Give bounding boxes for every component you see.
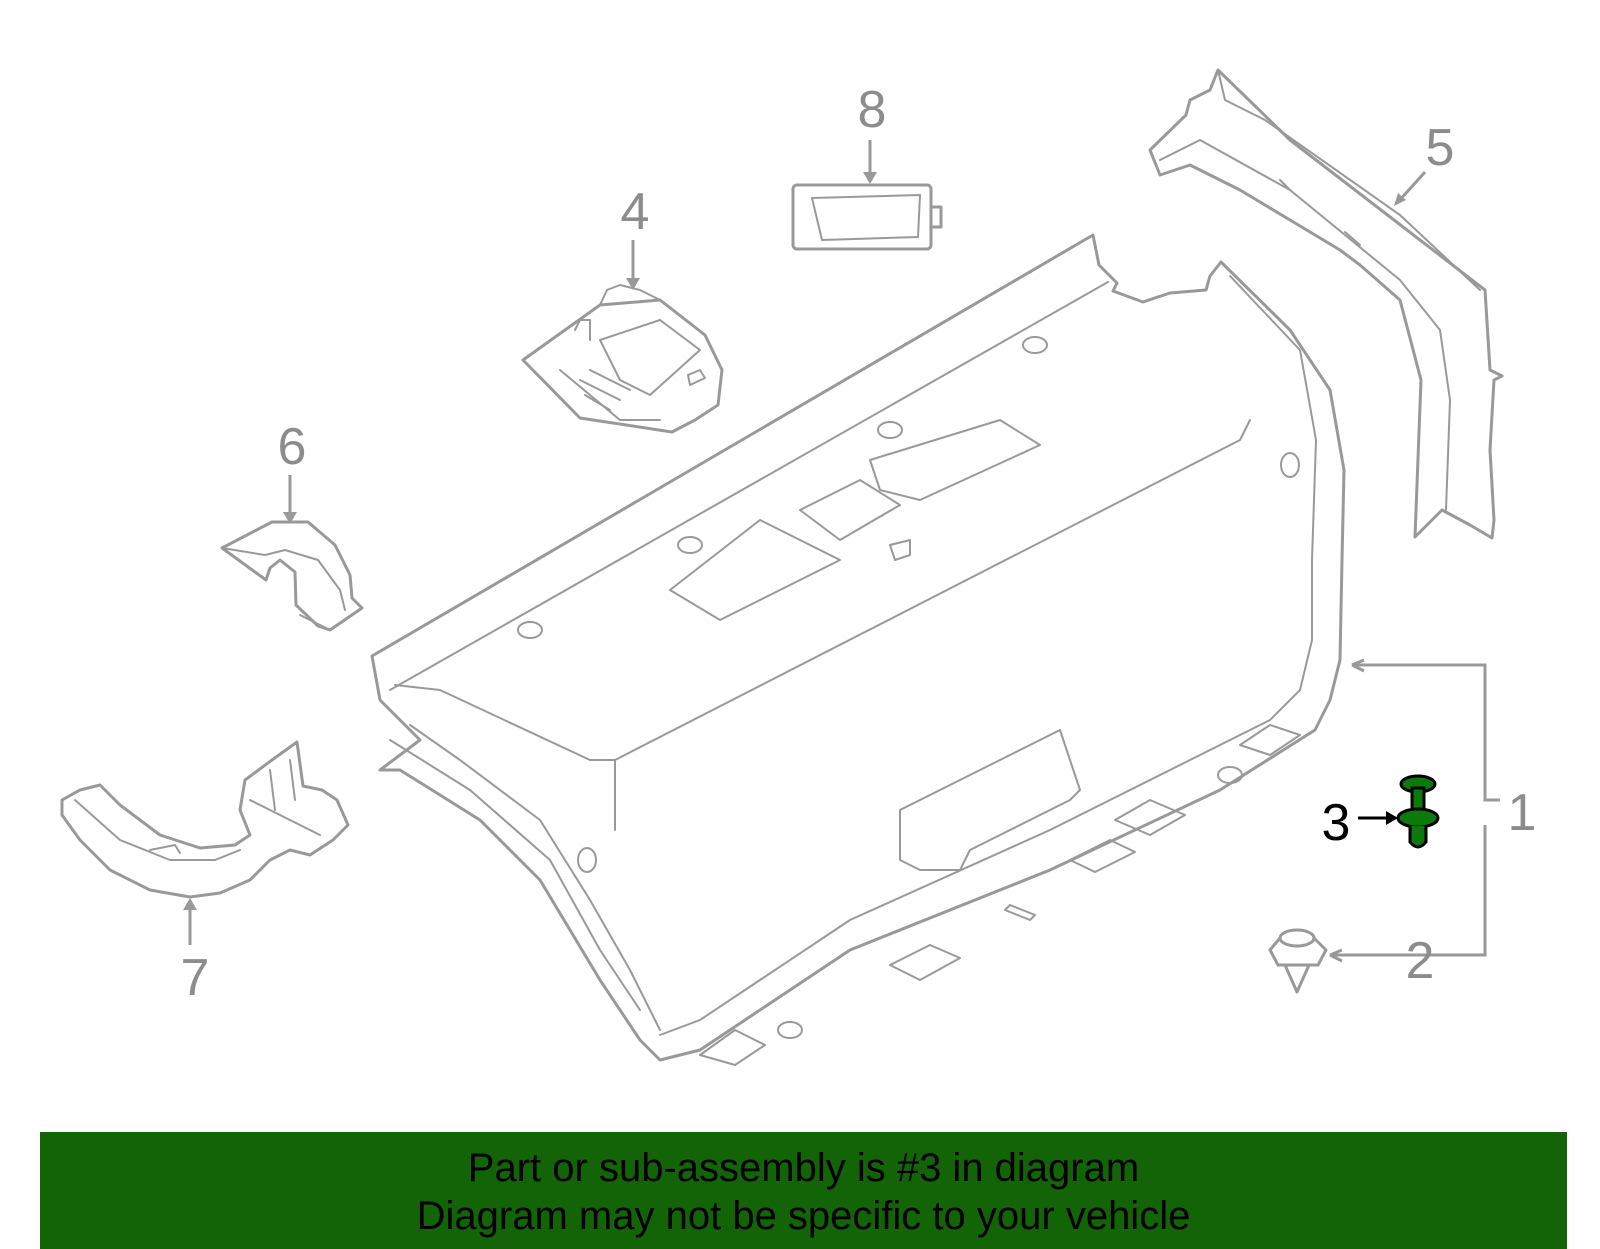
part-4-bracket[interactable] bbox=[521, 284, 724, 434]
leader-lines bbox=[183, 140, 1500, 963]
callout-4: 4 bbox=[621, 183, 650, 241]
leader-1 bbox=[1352, 663, 1500, 957]
part-1-trunk-lid-trim-panel[interactable] bbox=[370, 233, 1346, 1066]
callout-3: 3 bbox=[1322, 794, 1351, 852]
callout-8: 8 bbox=[858, 81, 887, 139]
callout-2: 2 bbox=[1406, 932, 1435, 990]
part-5-side-trim[interactable] bbox=[1148, 68, 1504, 540]
part-3-retainer-highlighted[interactable] bbox=[1396, 774, 1440, 849]
part-6-small-bracket[interactable] bbox=[220, 520, 364, 632]
leader-1-arrow-target bbox=[1351, 658, 1365, 673]
banner-line-part-number: Part or sub-assembly is #3 in diagram bbox=[467, 1146, 1140, 1190]
leader-3-arrowhead bbox=[1386, 811, 1398, 825]
callout-1: 1 bbox=[1508, 784, 1537, 842]
part-2-push-clip[interactable] bbox=[1268, 928, 1328, 994]
part-8-lamp-lens[interactable] bbox=[791, 183, 943, 251]
callout-7: 7 bbox=[181, 949, 210, 1007]
callout-5: 5 bbox=[1426, 119, 1455, 177]
part-info-banner: Part or sub-assembly is #3 in diagram Di… bbox=[40, 1132, 1567, 1249]
banner-line-disclaimer: Diagram may not be specific to your vehi… bbox=[416, 1194, 1191, 1238]
part-7-handle-trim[interactable] bbox=[60, 740, 350, 899]
callout-6: 6 bbox=[278, 418, 307, 476]
